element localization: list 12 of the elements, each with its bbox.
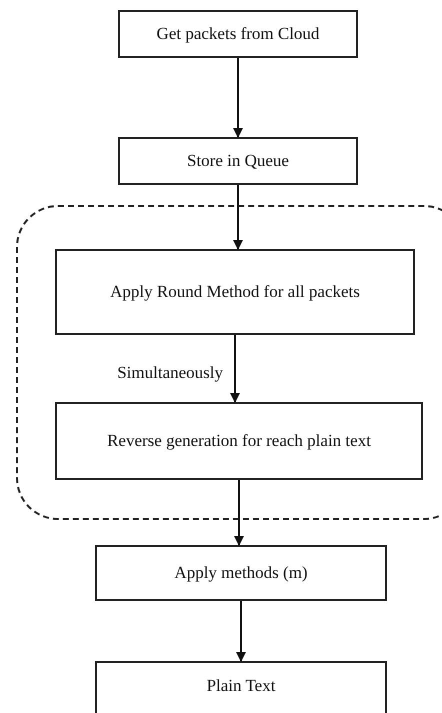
arrow [233, 185, 243, 250]
arrow [236, 601, 246, 662]
arrow [233, 58, 243, 138]
process-box: Get packets from Cloud [118, 10, 358, 58]
arrow [234, 480, 244, 546]
dashed-group-outline [16, 205, 442, 520]
process-box: Reverse generation for reach plain text [55, 402, 423, 480]
process-box: Plain Text [95, 661, 387, 713]
process-box: Apply methods (m) [95, 545, 387, 601]
process-box: Apply Round Method for all packets [55, 249, 415, 335]
arrow [230, 335, 240, 403]
process-box: Store in Queue [118, 137, 358, 185]
